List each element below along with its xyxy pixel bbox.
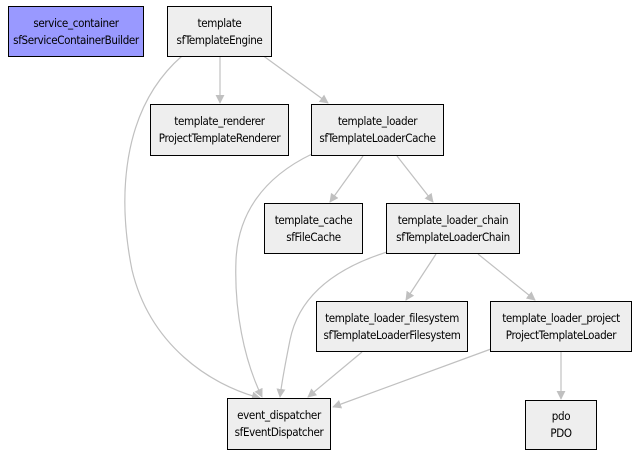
edge-template-to-event-dispatcher	[124, 55, 261, 401]
node-service-container[interactable]: service_container sfServiceContainerBuil…	[8, 6, 144, 57]
node-template-id: template	[197, 15, 242, 30]
node-event-dispatcher[interactable]: event_dispatcher sfEventDispatcher	[227, 398, 331, 450]
node-template-cache[interactable]: template_cache sfFileCache	[264, 203, 363, 254]
node-template-renderer-id: template_renderer	[174, 114, 265, 128]
node-template-loader-filesystem-id: template_loader_filesystem	[325, 310, 459, 325]
node-pdo-class: PDO	[550, 426, 572, 440]
node-template-loader-class: sfTemplateLoaderCache	[319, 131, 436, 145]
node-template-loader-chain-class: sfTemplateLoaderChain	[396, 229, 510, 244]
edge-project-to-event-dispatcher	[332, 348, 492, 409]
node-template-loader-id: template_loader	[337, 114, 418, 128]
edge-filesystem-to-event-dispatcher	[307, 351, 363, 398]
node-template-cache-class: sfFileCache	[286, 229, 341, 244]
node-service-container-class: sfServiceContainerBuilder	[13, 32, 139, 47]
node-event-dispatcher-class: sfEventDispatcher	[234, 425, 324, 439]
edge-chain-to-project	[477, 253, 536, 301]
node-template-loader-chain[interactable]: template_loader_chain sfTemplateLoaderCh…	[386, 203, 520, 254]
edge-template-to-template-loader	[257, 51, 329, 104]
node-template-class: sfTemplateEngine	[176, 32, 263, 47]
node-template-loader-filesystem-class: sfTemplateLoaderFilesystem	[323, 327, 461, 342]
node-template-loader-filesystem[interactable]: template_loader_filesystem sfTemplateLoa…	[316, 301, 468, 352]
edge-chain-to-event-dispatcher	[276, 251, 388, 398]
edge-template-loader-to-event-dispatcher	[235, 153, 313, 398]
edge-template-loader-to-template-loader-chain	[396, 155, 434, 203]
edge-chain-to-filesystem	[405, 253, 437, 301]
node-template[interactable]: template sfTemplateEngine	[167, 6, 272, 57]
node-template-loader-project[interactable]: template_loader_project ProjectTemplateL…	[490, 301, 632, 352]
edge-template-loader-to-template-cache	[329, 155, 364, 203]
node-template-loader[interactable]: template_loader sfTemplateLoaderCache	[311, 104, 444, 156]
node-template-loader-project-class: ProjectTemplateLoader	[505, 327, 617, 342]
node-pdo[interactable]: pdo PDO	[525, 400, 597, 450]
node-template-loader-project-id: template_loader_project	[502, 310, 620, 325]
node-template-cache-id: template_cache	[274, 212, 353, 227]
node-pdo-id: pdo	[551, 409, 571, 423]
node-event-dispatcher-id: event_dispatcher	[237, 408, 321, 422]
node-template-renderer-class: ProjectTemplateRenderer	[158, 131, 281, 145]
node-template-loader-chain-id: template_loader_chain	[397, 212, 509, 227]
node-template-renderer[interactable]: template_renderer ProjectTemplateRendere…	[150, 104, 289, 156]
node-service-container-id: service_container	[33, 15, 119, 30]
